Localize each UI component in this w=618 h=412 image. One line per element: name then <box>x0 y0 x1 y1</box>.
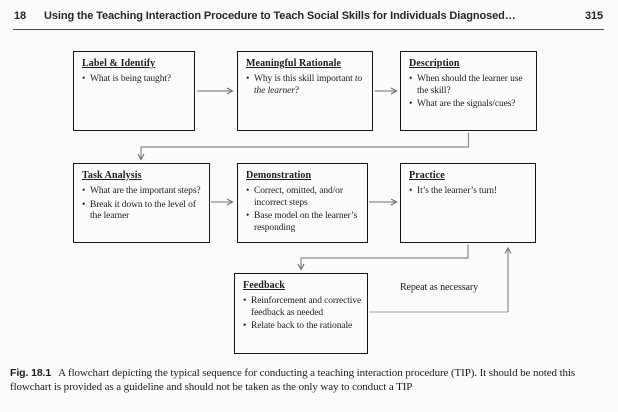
bullet-item: •When should the learner use the skill? <box>409 74 523 96</box>
page-number: 315 <box>584 10 603 22</box>
bullet-item: •Relate back to the rationale <box>243 321 353 332</box>
box-bullets: •It’s the learner’s turn! <box>409 186 531 198</box>
bullet-item: •Correct, omitted, and/or incorrect step… <box>246 186 343 208</box>
flowchart-box-meaningful-rationale: Meaningful Rationale •Why is this skill … <box>237 51 373 131</box>
figure-caption-label: Fig. 18.1 <box>10 367 52 379</box>
box-bullets: •Correct, omitted, and/or incorrect step… <box>246 186 363 234</box>
bullet-item: •Base model on the learner’s responding <box>246 211 358 233</box>
box-title: Task Analysis <box>82 170 142 181</box>
box-bullets: •Reinforcement and corrective feedback a… <box>243 296 363 333</box>
connector-description-to-task-analysis <box>137 132 470 161</box>
box-bullets: •What are the important steps? •Break it … <box>82 186 205 223</box>
bullet-item: •Reinforcement and corrective feedback a… <box>243 296 362 318</box>
bullet-item: •What are the signals/cues? <box>409 99 516 110</box>
flowchart-box-label-identify: Label & Identify •What is being taught? <box>73 51 195 131</box>
bullet-item: •Break it down to the level of the learn… <box>82 199 196 222</box>
flowchart-box-task-analysis: Task Analysis •What are the important st… <box>73 163 210 243</box>
bullet-item: •It’s the learner’s turn! <box>409 186 497 196</box>
box-title: Feedback <box>243 280 285 291</box>
bullet-item: •Why is this skill important to the lear… <box>246 74 363 96</box>
running-header: 18 Using the Teaching Interaction Proced… <box>14 10 603 22</box>
bullet-item: •What is being taught? <box>82 74 172 84</box>
figure-caption-text: A flowchart depicting the typical sequen… <box>10 367 576 393</box>
chapter-number: 18 <box>14 10 27 22</box>
box-title: Practice <box>409 170 445 181</box>
box-title: Demonstration <box>246 170 312 181</box>
flowchart-box-demonstration: Demonstration •Correct, omitted, and/or … <box>237 163 368 243</box>
chapter-title: Using the Teaching Interaction Procedure… <box>44 10 516 22</box>
flowchart-box-feedback: Feedback •Reinforcement and corrective f… <box>234 273 368 354</box>
connector-practice-to-feedback <box>297 244 469 271</box>
box-title: Meaningful Rationale <box>246 58 342 69</box>
flowchart-box-practice: Practice •It’s the learner’s turn! <box>400 163 536 243</box>
box-bullets: •When should the learner use the skill? •… <box>409 74 532 111</box>
box-title: Description <box>409 58 460 69</box>
header-rule <box>13 29 604 30</box>
repeat-loop-label: Repeat as necessary <box>399 282 479 293</box>
box-bullets: •What is being taught? <box>82 74 190 86</box>
box-title: Label & Identify <box>82 58 156 69</box>
flowchart-box-description: Description •When should the learner use… <box>400 51 537 131</box>
box-bullets: •Why is this skill important to the lear… <box>246 74 368 97</box>
bullet-item: •What are the important steps? <box>82 186 201 196</box>
